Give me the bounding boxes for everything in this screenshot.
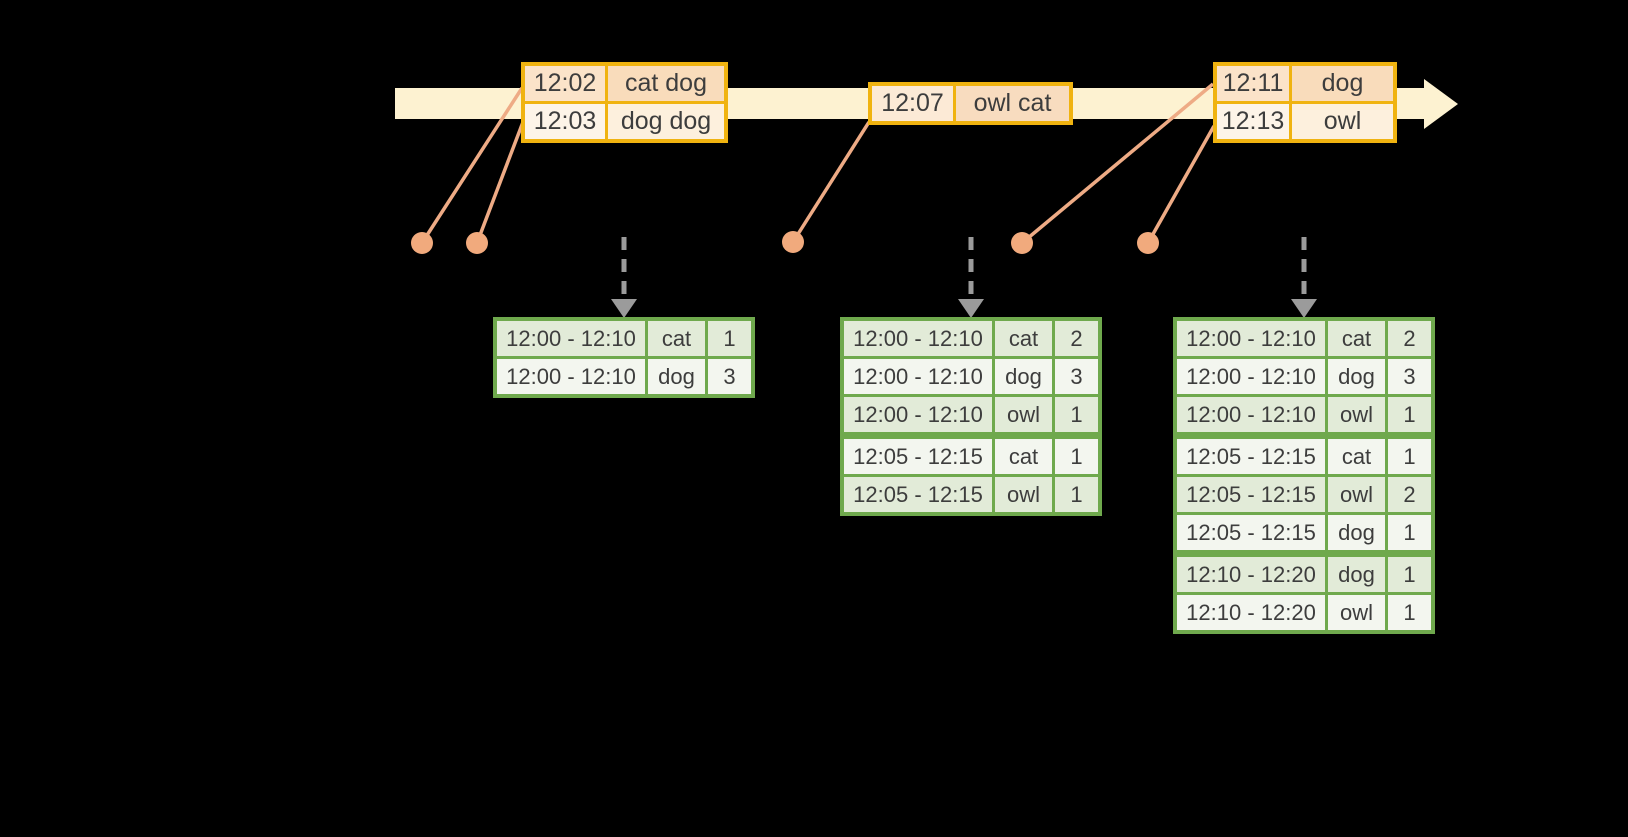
window-cell: 12:05 - 12:15 <box>1177 515 1325 550</box>
window-cell: 12:10 - 12:20 <box>1177 595 1325 630</box>
event-dot <box>782 231 804 253</box>
word-cell: owl <box>992 477 1052 512</box>
count-cell: 1 <box>1385 515 1431 550</box>
count-cell: 1 <box>1052 477 1098 512</box>
word-cell: owl <box>992 397 1052 432</box>
word-cell: cat <box>992 321 1052 356</box>
window-cell: 12:00 - 12:10 <box>844 321 992 356</box>
event-words-cell: dog <box>1289 66 1393 101</box>
window-cell: 12:05 - 12:15 <box>844 439 992 474</box>
count-cell: 1 <box>1385 557 1431 592</box>
window-cell: 12:00 - 12:10 <box>497 321 645 356</box>
event-time-cell: 12:13 <box>1217 104 1289 139</box>
connector-line <box>475 121 525 244</box>
event-time-cell: 12:11 <box>1217 66 1289 101</box>
count-cell: 2 <box>1052 321 1098 356</box>
event-words-cell: cat dog <box>605 66 724 101</box>
event-time-cell: 12:02 <box>525 66 605 101</box>
word-cell: owl <box>1325 477 1385 512</box>
window-cell: 12:05 - 12:15 <box>1177 439 1325 474</box>
event-dot <box>1011 232 1033 254</box>
count-cell: 1 <box>1052 439 1098 474</box>
trigger-arrow-icon <box>611 237 637 318</box>
event-time-cell: 12:07 <box>872 86 953 121</box>
window-cell: 12:10 - 12:20 <box>1177 557 1325 592</box>
window-cell: 12:00 - 12:10 <box>1177 359 1325 394</box>
connector-line <box>1146 125 1216 244</box>
event-dot <box>466 232 488 254</box>
window-cell: 12:00 - 12:10 <box>497 359 645 394</box>
window-cell: 12:00 - 12:10 <box>1177 397 1325 432</box>
event-words-cell: owl cat <box>953 86 1069 121</box>
count-cell: 1 <box>1385 595 1431 630</box>
count-cell: 3 <box>1052 359 1098 394</box>
word-cell: dog <box>645 359 705 394</box>
count-cell: 2 <box>1385 321 1431 356</box>
word-cell: cat <box>1325 321 1385 356</box>
word-cell: dog <box>1325 515 1385 550</box>
count-cell: 2 <box>1385 477 1431 512</box>
event-words-cell: owl <box>1289 104 1393 139</box>
word-cell: owl <box>1325 595 1385 630</box>
word-cell: dog <box>1325 557 1385 592</box>
window-cell: 12:05 - 12:15 <box>1177 477 1325 512</box>
window-cell: 12:05 - 12:15 <box>844 477 992 512</box>
count-cell: 1 <box>1385 397 1431 432</box>
word-cell: cat <box>645 321 705 356</box>
trigger-arrow-icon <box>1291 237 1317 318</box>
word-cell: owl <box>1325 397 1385 432</box>
window-cell: 12:00 - 12:10 <box>844 359 992 394</box>
count-cell: 3 <box>705 359 751 394</box>
timeline-arrowhead-icon <box>1424 79 1458 129</box>
trigger-arrow-icon <box>958 237 984 318</box>
word-cell: cat <box>992 439 1052 474</box>
window-cell: 12:00 - 12:10 <box>1177 321 1325 356</box>
count-cell: 1 <box>705 321 751 356</box>
count-cell: 1 <box>1052 397 1098 432</box>
count-cell: 1 <box>1385 439 1431 474</box>
count-cell: 3 <box>1385 359 1431 394</box>
word-cell: dog <box>1325 359 1385 394</box>
word-cell: dog <box>992 359 1052 394</box>
event-dot <box>411 232 433 254</box>
event-time-cell: 12:03 <box>525 104 605 139</box>
event-words-cell: dog dog <box>605 104 724 139</box>
connector-line <box>791 121 871 243</box>
event-dot <box>1137 232 1159 254</box>
window-cell: 12:00 - 12:10 <box>844 397 992 432</box>
word-cell: cat <box>1325 439 1385 474</box>
